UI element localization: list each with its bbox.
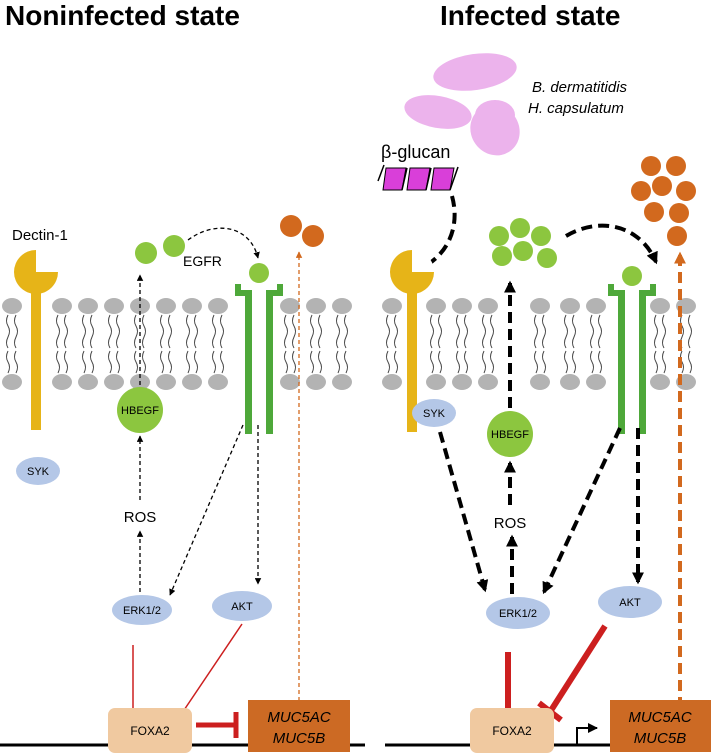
right-egfr-receptor xyxy=(608,266,656,434)
right-erk-inhibits-foxa2 xyxy=(493,652,523,714)
left-ligand-arrow xyxy=(187,227,260,259)
right-syk-to-erk-arrow xyxy=(438,431,489,593)
left-title: Noninfected state xyxy=(5,0,240,31)
left-dectin-receptor xyxy=(14,250,59,430)
left-hbegf-ligand xyxy=(135,242,157,264)
left-egfr-label: EGFR xyxy=(183,253,222,269)
left-syk-oval xyxy=(16,457,60,485)
left-akt-oval xyxy=(212,591,272,621)
left-hbegf-label: HBEGF xyxy=(121,405,159,417)
fungi-cluster xyxy=(404,53,520,156)
left-muc-box xyxy=(248,700,350,752)
fungus-label-1: B. dermatitidis xyxy=(532,79,628,96)
right-dectin-receptor xyxy=(390,250,435,432)
left-erk-inhibits-foxa2 xyxy=(124,645,142,718)
glucan-label: β-glucan xyxy=(381,142,450,162)
right-muc-label-2: MUC5B xyxy=(634,730,687,747)
right-syk-label: SYK xyxy=(423,408,446,420)
left-hbegf-node xyxy=(117,387,163,433)
fungus-label-2: H. capsulatum xyxy=(528,100,624,117)
right-mucin-particles xyxy=(631,156,696,246)
left-foxa2-label: FOXA2 xyxy=(130,724,170,738)
left-mucin-particle xyxy=(302,225,324,247)
right-ligand-arrow xyxy=(564,223,658,265)
right-erk-label: ERK1/2 xyxy=(499,608,537,620)
right-foxa2-label: FOXA2 xyxy=(492,724,532,738)
right-muc-box xyxy=(610,700,711,752)
right-title: Infected state xyxy=(440,0,621,31)
right-akt-inhibits-foxa2 xyxy=(537,624,608,723)
right-ros-label: ROS xyxy=(494,515,527,532)
left-egfr-receptor xyxy=(235,263,283,434)
left-egfr-to-erk-arrow xyxy=(169,424,244,596)
left-foxa2-box xyxy=(108,708,192,753)
right-hbegf-label: HBEGF xyxy=(491,429,529,441)
left-dectin-label: Dectin-1 xyxy=(12,227,68,244)
left-foxa2-inhibits-muc xyxy=(196,712,239,738)
right-akt-label: AKT xyxy=(619,597,641,609)
left-erk-label: ERK1/2 xyxy=(123,605,161,617)
left-akt-label: AKT xyxy=(231,601,253,613)
right-hbegf-node xyxy=(487,411,533,457)
right-muc-label-1: MUC5AC xyxy=(628,709,692,726)
right-membrane xyxy=(381,297,697,391)
left-hbegf-ligand xyxy=(163,235,185,257)
left-muc-label-1: MUC5AC xyxy=(267,709,331,726)
left-mucin-particle xyxy=(280,215,302,237)
right-erk-oval xyxy=(486,597,550,629)
left-erk-oval xyxy=(112,595,172,625)
left-syk-label: SYK xyxy=(27,466,50,478)
right-hbegf-ligands xyxy=(489,218,557,268)
right-egfr-to-erk-arrow xyxy=(542,427,622,595)
left-ros-label: ROS xyxy=(124,509,157,526)
right-foxa2-box xyxy=(470,708,554,753)
right-akt-oval xyxy=(598,586,662,618)
transcription-start-arrow xyxy=(576,723,598,745)
left-muc-label-2: MUC5B xyxy=(273,730,326,747)
glucan-chain xyxy=(377,164,459,191)
right-syk-oval xyxy=(412,399,456,427)
